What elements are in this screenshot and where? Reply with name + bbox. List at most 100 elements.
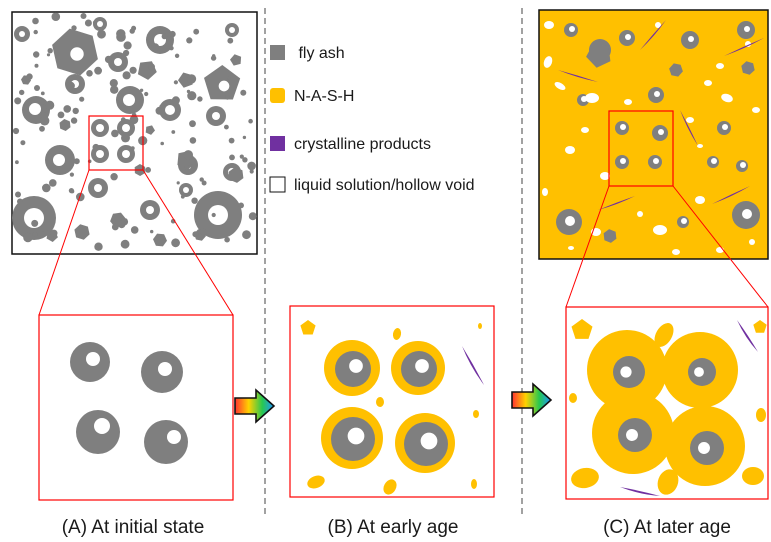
fly-ash-dot [200,228,207,236]
fly-ash-core-void [626,429,638,441]
fly-ash-dot [117,220,126,229]
panel-c-zoom [565,306,769,500]
fly-ash-particle-void [114,58,122,66]
fly-ash-dot [173,80,178,85]
fly-ash-dot [80,13,87,19]
fly-ash-dot [46,53,51,57]
fly-ash-dot [193,28,200,35]
fly-ash-dot [39,125,45,132]
fly-ash-dot [123,218,128,223]
fly-ash-particle-void [229,27,235,33]
void [581,127,589,133]
fly-ash-particle [669,63,683,77]
void [568,246,574,250]
fly-ash-particle-void [688,36,694,42]
fly-ash-dot [84,19,92,27]
fly-ash-dot [150,229,154,234]
fly-ash-particle-void [681,218,687,224]
fly-ash-dot [201,180,207,186]
fly-ash-dot [130,146,135,151]
fly-ash-dot [240,89,247,96]
zoom-region-a [88,115,144,171]
void [554,82,566,90]
caption-early-age: (B) At early age [328,517,459,538]
fly-ash-particle [228,167,244,183]
void [600,172,610,180]
fly-ash-particle [230,54,242,66]
panel-a-zoom-particles [70,342,188,464]
fly-ash-particle [74,224,90,240]
fly-ash-dot [34,63,39,68]
fly-ash-particle [741,61,755,75]
fly-ash-dot [123,49,130,57]
fly-ash-dot [40,116,50,126]
fly-ash-particle-void [625,34,631,40]
legend-label-fly-ash: fly ash [294,45,345,62]
fly-ash-dot [17,198,23,205]
nash-precipitate [657,469,679,495]
fly-ash-dot [117,101,124,109]
fly-ash-particle-void [658,129,664,135]
fly-ash-dot [224,236,230,243]
void [752,107,760,113]
void [585,93,599,103]
void [704,80,712,86]
fly-ash-dot [129,28,135,34]
crystalline-product [680,110,698,146]
fly-ash-particle [603,229,617,243]
fly-ash-dot [242,135,247,140]
fly-ash-dot [186,89,191,94]
fly-ash-dot [191,197,198,204]
fly-ash-particle-void [146,206,154,214]
fly-ash-particle-void [19,31,25,37]
fly-ash-dot [47,48,53,54]
fly-ash-dot [139,88,144,93]
fly-ash-dot [34,85,40,91]
fly-ash-dot [247,161,256,171]
crystalline-product [737,320,758,352]
fly-ash-particle-void [218,80,230,92]
fly-ash-dot [25,100,32,107]
fly-ash-dot [148,63,155,71]
void [686,117,694,123]
fly-ash-dot [67,106,71,110]
fly-ash-dot [171,96,180,105]
fly-ash-dot [219,118,224,122]
fly-ash-particle-void [212,112,220,120]
void [672,249,680,255]
fly-ash-dot [26,73,33,80]
fly-ash-dot [210,55,217,61]
fly-ash-dot [110,85,119,94]
fly-ash-particle-void [742,209,752,219]
nash-precipitate [300,320,316,335]
fly-ash-particle-void [86,352,100,366]
fly-ash-particle-void [70,47,84,61]
fly-ash-dot [186,74,197,84]
fly-ash-particle-void [94,184,102,192]
fly-ash-dot [120,239,130,249]
fly-ash-dot [66,81,75,90]
fly-ash-particle-void [654,91,660,97]
void [542,188,548,196]
fly-ash-dot [23,232,33,243]
caption-initial-state: (A) At initial state [62,517,205,538]
arrow-a-to-b [234,388,276,424]
fly-ash-particle-void [744,26,750,32]
fly-ash-core-void [347,427,365,445]
fly-ash-dot [227,37,234,44]
fly-ash-dot [249,169,254,174]
void [697,144,703,148]
fly-ash-dot [116,29,126,39]
fly-ash-core-void [694,367,704,377]
fly-ash-dot [129,66,137,74]
fly-ash-dot [73,158,80,165]
fly-ash-dot [94,66,102,75]
fly-ash-dot [228,137,235,144]
fly-ash-dot [15,160,19,165]
fly-ash-dot [184,164,190,170]
fly-ash-dot [94,242,103,251]
fly-ash-dot [239,154,244,159]
fly-ash-particle-void [123,94,135,106]
fly-ash-dot [71,25,77,31]
fly-ash-dot [151,43,160,51]
